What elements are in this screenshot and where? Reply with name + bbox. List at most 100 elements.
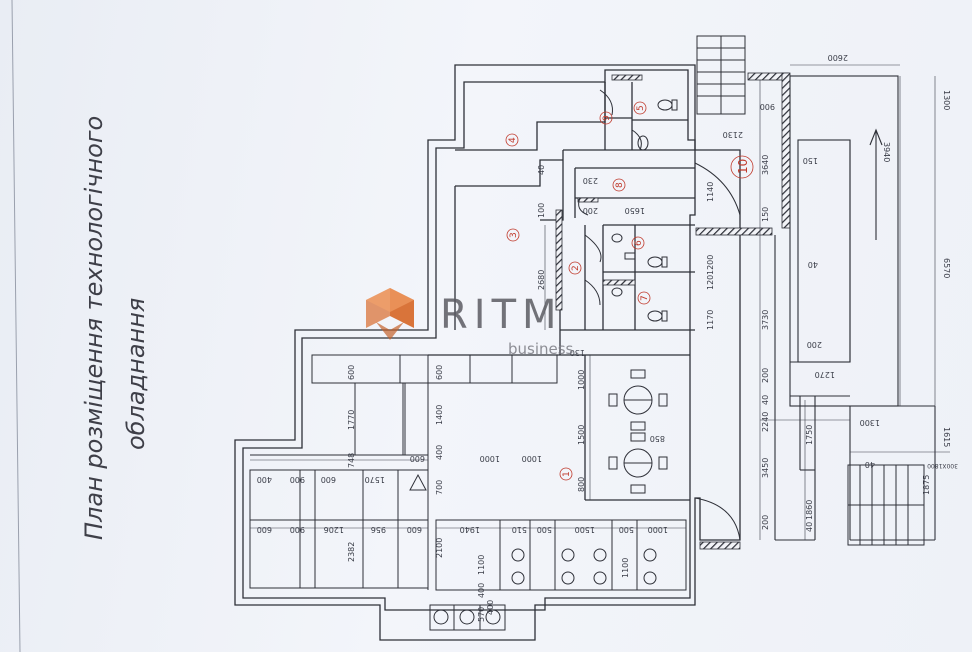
room-6-label: 6 [634,240,644,246]
dim-label: 1615 [942,427,951,447]
room-3-label: 3 [509,232,519,238]
dim-label: 1940 [460,525,480,534]
dim-label: 850 [650,434,665,443]
page-border-line [11,0,21,652]
hatched-walls [555,72,791,550]
dim-label: 150 [761,207,770,222]
dim-label: 748 [347,453,356,468]
kitchen-equipment [249,354,687,631]
dimension-labels: 2600 1300 3940 6570 1615 1875 1300 300X1… [257,53,958,622]
terrace-structure [774,75,936,541]
dim-label: 200 [761,515,770,530]
dim-label: 900 [290,525,305,534]
dim-label: 1270 [815,370,835,379]
dim-label: 1770 [347,410,356,430]
dim-label: 1100 [477,555,486,575]
dim-label: 230 [583,176,598,185]
plan-title: План розміщення технологічного обладнанн… [80,116,150,540]
plan-title-line2: обладнання [122,298,150,450]
dim-label: 1300 [860,418,880,427]
dim-label: 300X1800 [927,462,958,469]
stairs-top [696,35,746,115]
dim-label: 1000 [522,454,542,463]
room-4-label: 4 [508,137,518,143]
ritm-sub-text: business [508,340,574,358]
dim-label: 100 [537,203,546,218]
dim-label: 6570 [942,258,951,278]
dim-label: 200 [761,368,770,383]
dim-label: 400 [486,600,495,615]
dim-label: 1000 [480,454,500,463]
dim-label: 2382 [347,542,356,562]
dim-label: 40 [761,395,770,405]
dim-label: 1400 [435,405,444,425]
dim-label: 500 [619,525,634,534]
dim-label: 2680 [537,270,546,290]
room-7-label: 7 [640,295,650,301]
ritm-logo-icon [366,288,414,340]
dim-label: 200 [807,340,822,349]
dim-label: 1000 [648,525,668,534]
dim-label: 1650 [625,206,645,215]
wc-fixtures [611,99,678,322]
dim-label: 600 [407,525,422,534]
dim-label: 600 [257,525,272,534]
dim-label: 600 [321,475,336,484]
dim-label: 400 [257,475,272,484]
dim-label: 40 [808,260,818,269]
dim-label: 600 [347,365,356,380]
dim-label: 900 [760,102,775,111]
dim-label: 700 [435,480,444,495]
room-8-label: 8 [615,182,625,188]
room-10-label: 10 [736,159,750,174]
room-1-label: 1 [562,471,572,477]
dim-label: 2240 [761,412,770,432]
room-9-label: 9 [602,115,612,121]
dim-label: 1170 [706,310,715,330]
room-2-label: 2 [571,265,581,271]
dim-label: 1100 [621,558,630,578]
room-5-label: 5 [636,105,646,111]
dim-label: 40 [537,165,546,175]
dim-label: 200 [583,206,598,215]
dim-label: 3730 [761,310,770,330]
dim-label: 120 [706,275,715,290]
dim-label: 400 [435,445,444,460]
dim-label: 150 [803,156,818,165]
dim-label: 1206 [324,525,344,534]
dim-label: 1500 [575,525,595,534]
dim-label: 1200 [706,255,715,275]
dim-label: 1750 [805,425,814,445]
dim-label: 500 [537,525,552,534]
dim-label: 1570 [365,475,385,484]
dimension-lines [250,64,950,540]
dim-label: 600 [410,454,425,463]
ritm-watermark: RITM business [366,288,574,358]
dim-label: 3450 [761,458,770,478]
dim-label: 800 [577,477,586,492]
dim-label: 2600 [828,53,848,62]
dining-tables [608,369,668,494]
dim-label: 3640 [761,155,770,175]
dim-label: 1875 [922,475,931,495]
dim-label: 400 [477,583,486,598]
dim-label: 1300 [942,90,951,110]
dim-label: 2100 [435,538,444,558]
dim-label: 1500 [577,425,586,445]
dim-label: 3940 [882,142,891,162]
dim-label: 40 [865,460,875,469]
dim-label: 40 [805,522,814,532]
plan-title-line1: План розміщення технологічного [80,116,108,540]
dim-label: 570 [477,607,486,622]
dim-label: 1140 [706,182,715,202]
dim-label: 2130 [723,130,743,139]
dim-label: 1000 [577,370,586,390]
dim-label: 900 [290,475,305,484]
room-labels [505,101,754,481]
room-numbers-text: 1 2 3 4 5 6 7 8 9 10 [508,105,750,477]
ritm-brand-text: RITM [440,292,563,338]
dim-label: 1860 [805,500,814,520]
dim-label: 130 [570,348,585,357]
